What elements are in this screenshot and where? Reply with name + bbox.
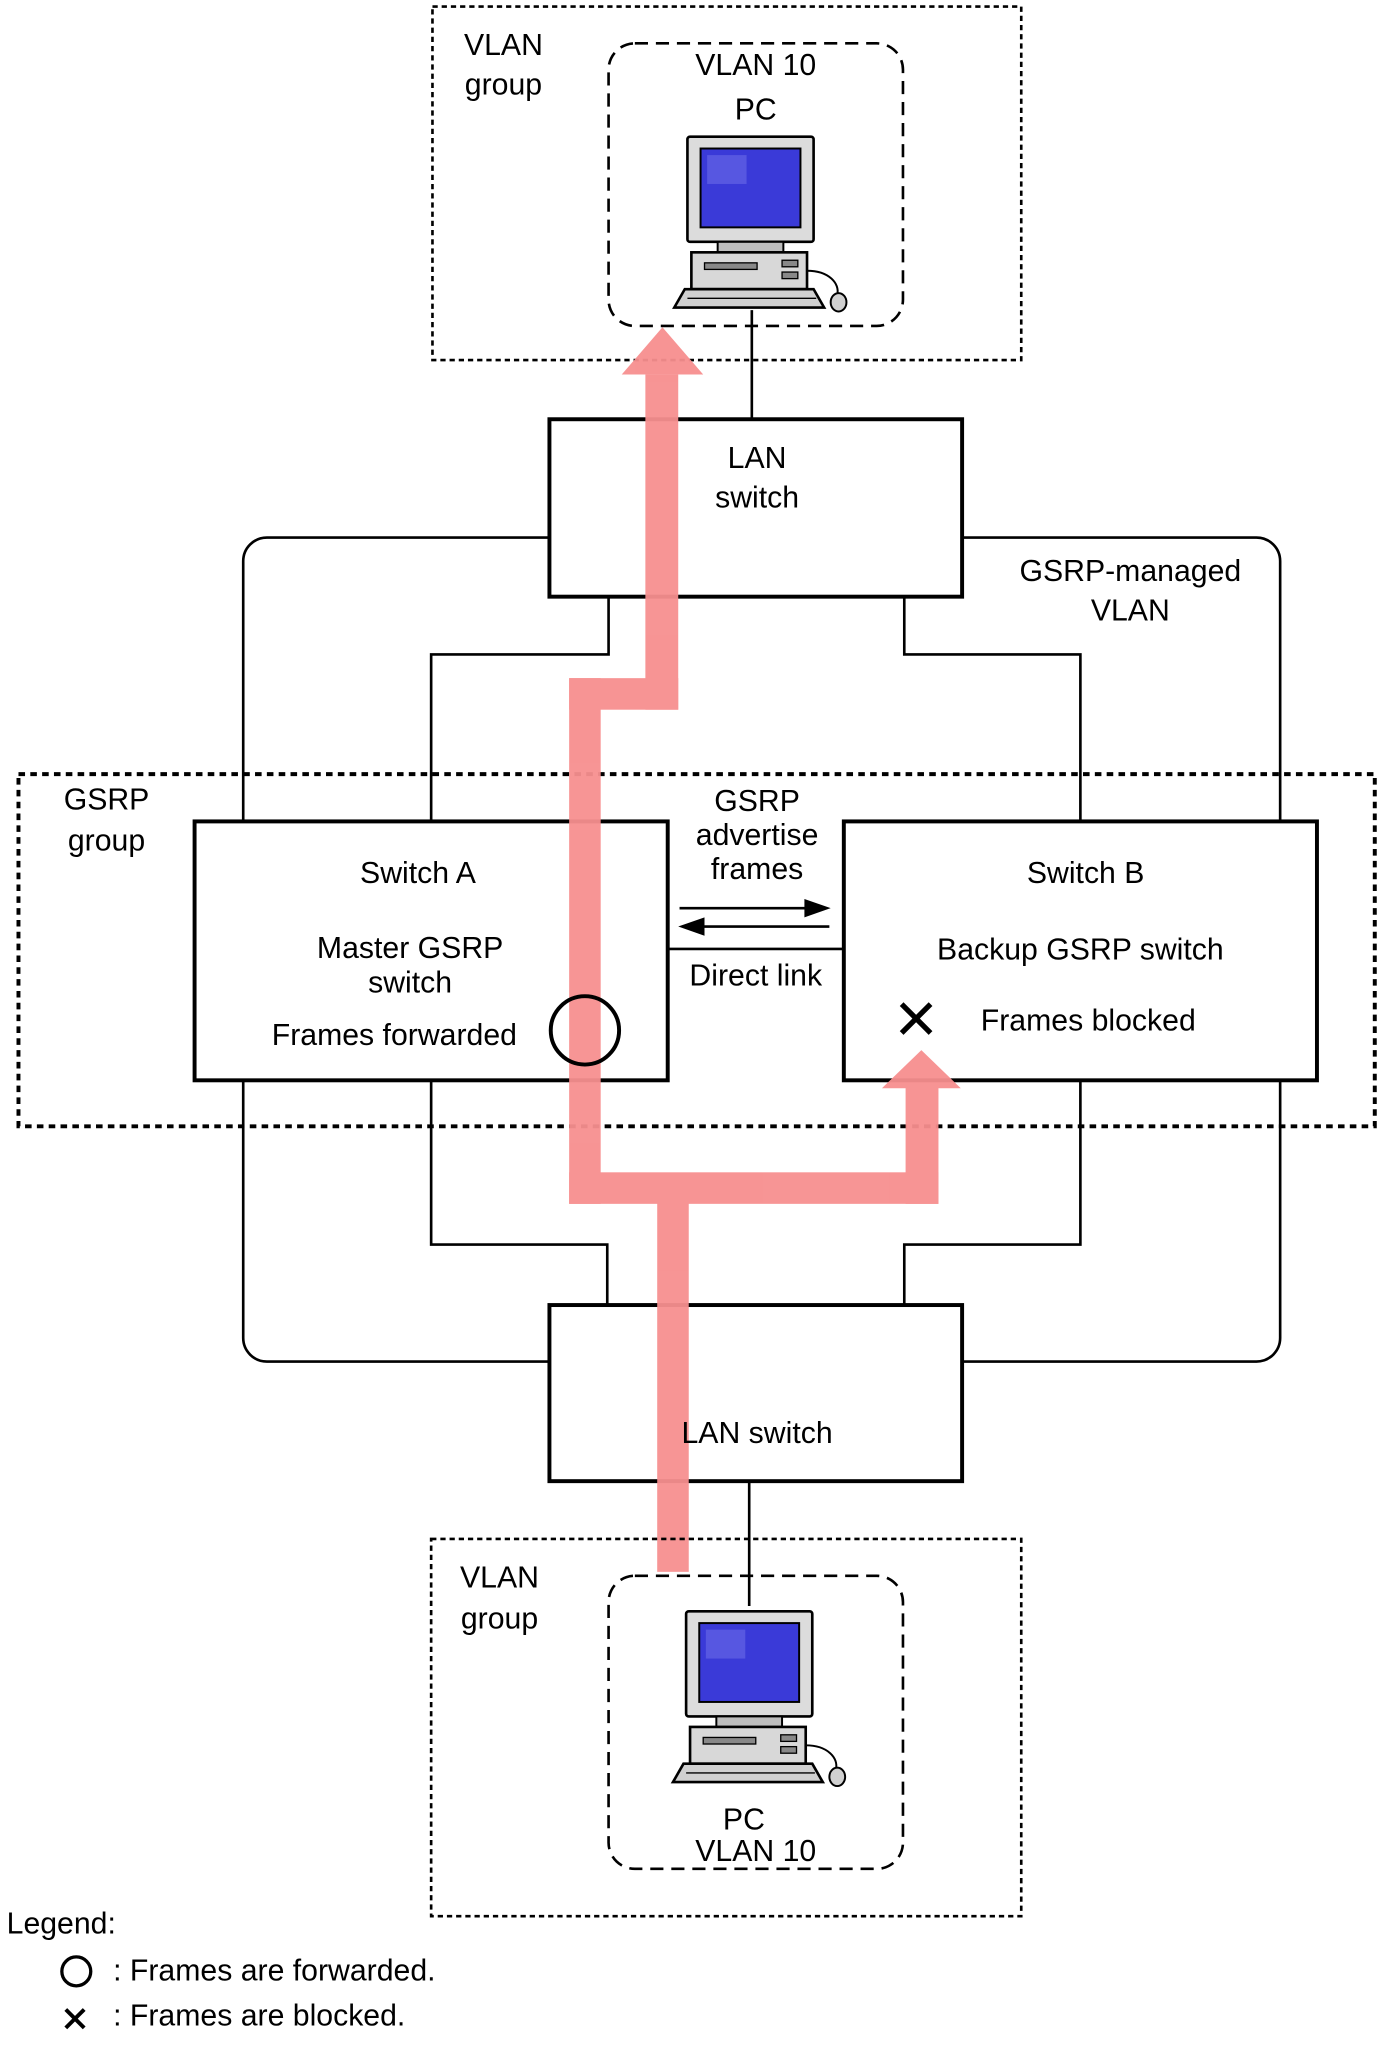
x-icon bbox=[899, 1002, 933, 1035]
gsrp-group-label: GSRP bbox=[64, 784, 150, 817]
direct-link-label: Direct link bbox=[689, 960, 823, 993]
switch-a-status: Frames forwarded bbox=[272, 1019, 517, 1052]
switch-a-role: Master GSRP bbox=[317, 932, 503, 965]
bottom-vlan-group-label-2: group bbox=[461, 1602, 538, 1635]
bottom-vlan-group-box bbox=[429, 1537, 1023, 1918]
switch-b-name: Switch B bbox=[1027, 857, 1145, 890]
desktop-computer-icon bbox=[671, 1609, 847, 1788]
bottom-pc-group-box bbox=[607, 1574, 905, 1871]
link-top-lan-to-switch-a bbox=[429, 596, 610, 822]
bottom-vlan-group-label: VLAN bbox=[460, 1562, 539, 1595]
advertise-arrow-left bbox=[678, 917, 830, 936]
advertise-label-2: advertise bbox=[696, 819, 819, 852]
switch-a-name: Switch A bbox=[360, 857, 477, 890]
switch-a-role-2: switch bbox=[368, 966, 452, 999]
bottom-pc-label: PC bbox=[723, 1803, 765, 1836]
advertise-label-3: frames bbox=[711, 853, 803, 886]
top-vlan-group-label-2: group bbox=[465, 69, 542, 102]
top-pc-label: PC bbox=[735, 94, 777, 127]
top-vlan-group-box bbox=[431, 5, 1023, 362]
legend-forwarded: : Frames are forwarded. bbox=[113, 1955, 435, 1988]
legend-x-icon bbox=[64, 2008, 86, 2030]
link-switch-b-to-bottom-lan bbox=[902, 1080, 1082, 1306]
legend-blocked: : Frames are blocked. bbox=[113, 1999, 405, 2032]
top-pc-group-box bbox=[607, 42, 905, 328]
frame-flow-arrow bbox=[569, 327, 961, 1572]
switch-b bbox=[841, 819, 1319, 1083]
gsrp-group-box bbox=[16, 772, 1377, 1129]
link-top-lan-to-switch-b bbox=[902, 596, 1082, 822]
desktop-computer-icon bbox=[672, 135, 848, 313]
top-pc-group-label: VLAN 10 bbox=[695, 49, 816, 82]
bottom-pc-group-label: VLAN 10 bbox=[695, 1835, 816, 1868]
switch-b-role: Backup GSRP switch bbox=[937, 933, 1224, 966]
advertise-arrow-right bbox=[679, 898, 831, 918]
top-lan-switch-label-2: switch bbox=[715, 481, 799, 514]
gsrp-managed-vlan-label-2: VLAN bbox=[1091, 594, 1170, 627]
advertise-label: GSRP bbox=[714, 785, 800, 818]
gsrp-managed-vlan-label: GSRP-managed bbox=[1019, 555, 1241, 588]
link-switch-a-to-bottom-lan bbox=[429, 1080, 609, 1306]
legend-circle-icon bbox=[60, 1955, 93, 1988]
switch-b-status: Frames blocked bbox=[981, 1004, 1196, 1037]
legend-title: Legend: bbox=[7, 1907, 116, 1940]
circle-icon bbox=[548, 994, 622, 1067]
top-lan-switch-label: LAN bbox=[728, 442, 787, 475]
bottom-lan-switch bbox=[547, 1303, 965, 1484]
gsrp-group-label-2: group bbox=[68, 824, 145, 857]
top-vlan-group-label: VLAN bbox=[464, 29, 543, 62]
top-lan-switch bbox=[547, 417, 965, 599]
bottom-lan-switch-label: LAN switch bbox=[682, 1417, 833, 1450]
